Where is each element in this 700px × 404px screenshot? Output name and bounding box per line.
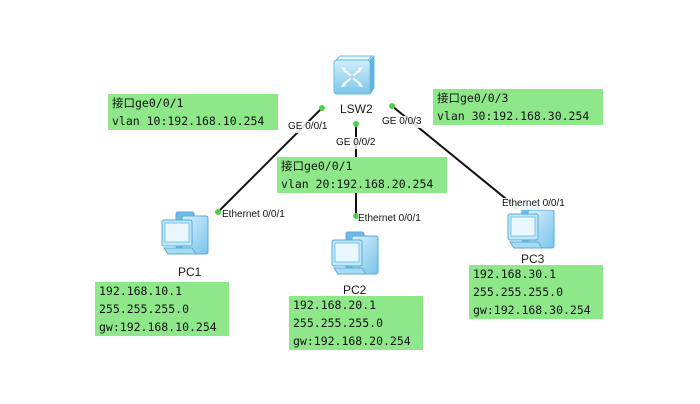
pc2-name: PC2 xyxy=(343,283,367,297)
port-label-pc1-eth: Ethernet 0/0/1 xyxy=(222,209,285,221)
port-label-sw-ge3: GE 0/0/3 xyxy=(382,116,422,128)
port-dot-sw-ge3 xyxy=(389,103,395,109)
note-line: gw:192.168.10.254 xyxy=(99,320,217,334)
note-line: 接口ge0/0/3 xyxy=(437,91,509,105)
pc-icon[interactable] xyxy=(331,231,379,275)
note-line: 192.168.30.1 xyxy=(473,267,557,281)
port-label-pc2-eth: Ethernet 0/0/1 xyxy=(358,213,421,225)
note-pc1-address: 192.168.10.1 255.255.255.0 gw:192.168.10… xyxy=(95,282,229,336)
note-interface-3: 接口ge0/0/3 vlan 30:192.168.30.254 xyxy=(433,89,603,125)
port-label-sw-ge2: GE 0/0/2 xyxy=(336,137,376,149)
note-line: vlan 10:192.168.10.254 xyxy=(112,114,265,128)
note-line: 255.255.255.0 xyxy=(99,302,190,316)
note-line: gw:192.168.30.254 xyxy=(473,303,591,317)
pc-icon[interactable] xyxy=(161,211,209,255)
switch-icon[interactable] xyxy=(333,54,375,96)
note-line: 接口ge0/0/1 xyxy=(112,96,184,110)
port-label-pc3-eth: Ethernet 0/0/1 xyxy=(502,198,565,210)
pc-icon[interactable] xyxy=(507,205,555,249)
port-dot-sw-ge1 xyxy=(319,105,325,111)
switch-name: LSW2 xyxy=(340,102,373,116)
note-line: gw:192.168.20.254 xyxy=(293,334,411,348)
port-dot-pc1 xyxy=(215,209,221,215)
note-line: 255.255.255.0 xyxy=(293,316,384,330)
note-line: vlan 20:192.168.20.254 xyxy=(281,177,434,191)
note-pc3-address: 192.168.30.1 255.255.255.0 gw:192.168.30… xyxy=(469,265,603,319)
pc1-name: PC1 xyxy=(178,265,202,279)
note-interface-1: 接口ge0/0/1 vlan 10:192.168.10.254 xyxy=(108,94,278,130)
pc3-name: PC3 xyxy=(521,252,545,266)
note-line: 192.168.20.1 xyxy=(293,298,377,312)
note-line: 192.168.10.1 xyxy=(99,284,183,298)
note-pc2-address: 192.168.20.1 255.255.255.0 gw:192.168.20… xyxy=(289,296,423,350)
note-line: vlan 30:192.168.30.254 xyxy=(437,109,590,123)
port-dot-pc2 xyxy=(353,213,359,219)
note-line: 接口ge0/0/1 xyxy=(281,159,353,173)
note-interface-2: 接口ge0/0/1 vlan 20:192.168.20.254 xyxy=(277,157,447,193)
port-dot-sw-ge2 xyxy=(353,121,359,127)
port-label-sw-ge1: GE 0/0/1 xyxy=(288,121,328,133)
note-line: 255.255.255.0 xyxy=(473,285,564,299)
